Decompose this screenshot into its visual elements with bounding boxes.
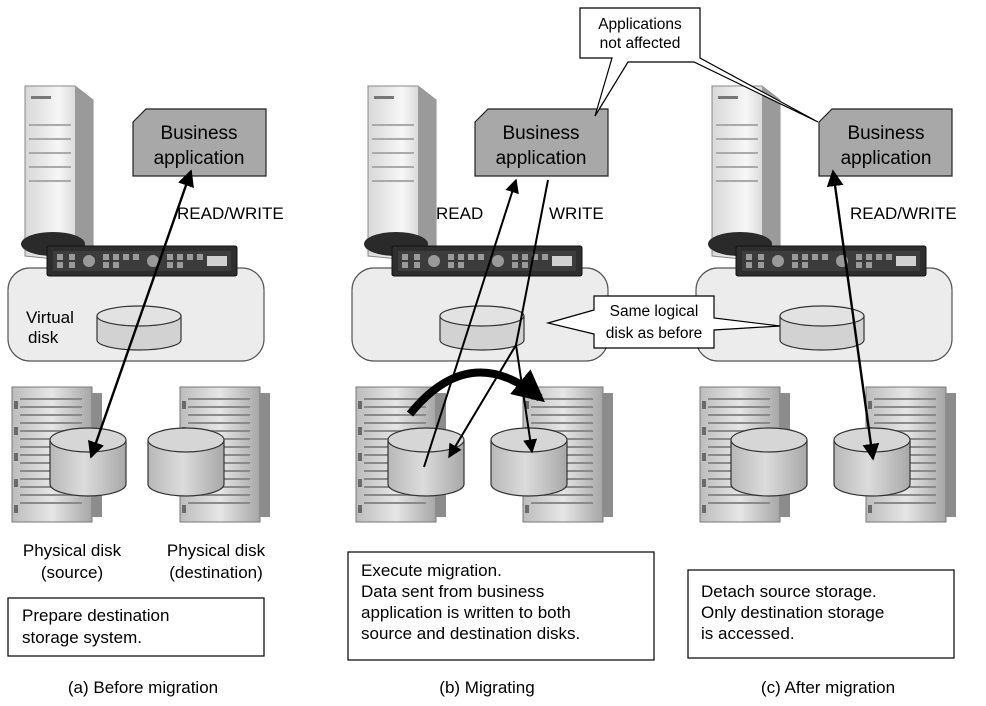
physical-disk-destination-icon: [833, 427, 911, 497]
note-line: Prepare destination: [22, 606, 169, 625]
business-application-label-line1: Business: [160, 123, 237, 144]
virtualization-appliance-icon: [46, 245, 238, 277]
virtualization-appliance-icon: [735, 245, 927, 277]
business-application-label-line2: application: [154, 148, 245, 169]
panel-before-migration: Business application READ/WRITE Virtual …: [7, 85, 284, 697]
note-line: is accessed.: [701, 624, 795, 643]
same-logical-disk-callout: Same logical disk as before: [545, 295, 781, 349]
server-tower-icon: [707, 85, 781, 262]
applications-not-affected-callout: Applications not affected: [579, 7, 819, 123]
panel-caption: (b) Migrating: [439, 678, 534, 697]
note-box-before: Prepare destination storage system.: [7, 597, 265, 657]
server-tower-icon: [363, 85, 437, 262]
physical-disk-source-icon: [730, 427, 808, 497]
panel-migrating: Business application READ WRITE Execute …: [347, 85, 655, 697]
note-line: source and destination disks.: [361, 624, 580, 643]
business-application-box: Business application: [132, 108, 267, 177]
read-arrow: [423, 178, 519, 468]
business-application-box: Business application: [474, 108, 609, 177]
panel-caption: (c) After migration: [761, 678, 895, 697]
panel-after-migration: Business application READ/WRITE Detach s…: [687, 85, 957, 697]
physical-disk-source-label-line2: (source): [41, 563, 103, 582]
business-application-box: Business application: [818, 108, 953, 177]
business-application-label-line2: application: [841, 148, 932, 169]
note-box-migrating: Execute migration. Data sent from busine…: [347, 551, 655, 661]
read-write-arrow: [88, 169, 194, 459]
read-write-label: READ/WRITE: [850, 204, 957, 223]
migration-copy-arrow: [406, 368, 545, 417]
note-line: application is written to both: [361, 603, 571, 622]
physical-disk-destination-label-line2: (destination): [169, 563, 263, 582]
physical-disk-destination-icon: [147, 427, 225, 497]
note-line: Execute migration.: [361, 561, 502, 580]
read-write-label: READ/WRITE: [177, 204, 284, 223]
read-label: READ: [436, 204, 483, 223]
business-application-label-line1: Business: [502, 123, 579, 144]
callout-line1: Same logical: [610, 303, 699, 320]
physical-disk-destination-label-line1: Physical disk: [167, 541, 266, 560]
physical-disk-source-label-line1: Physical disk: [23, 541, 122, 560]
callout-line1: Applications: [598, 16, 682, 33]
panel-caption: (a) Before migration: [68, 678, 218, 697]
note-line: Data sent from business: [361, 582, 544, 601]
server-tower-icon: [20, 85, 94, 262]
physical-disk-source-icon: [49, 427, 127, 497]
note-box-after: Detach source storage. Only destination …: [687, 569, 955, 659]
callout-line2: not affected: [600, 35, 681, 52]
virtual-disk-icon: [779, 305, 865, 351]
business-application-label-line2: application: [496, 148, 587, 169]
business-application-label-line1: Business: [847, 123, 924, 144]
virtual-disk-label-line1: Virtual: [26, 308, 74, 327]
virtual-disk-label-line2: disk: [28, 328, 59, 347]
note-line: storage system.: [22, 628, 142, 647]
write-label: WRITE: [549, 204, 604, 223]
note-line: Detach source storage.: [701, 582, 877, 601]
write-arrow-destination: [515, 344, 538, 454]
callout-line2: disk as before: [606, 325, 703, 342]
note-line: Only destination storage: [701, 603, 884, 622]
read-write-arrow: [826, 169, 880, 461]
virtual-disk-icon: [96, 305, 182, 351]
virtual-disk-icon: [439, 305, 525, 351]
